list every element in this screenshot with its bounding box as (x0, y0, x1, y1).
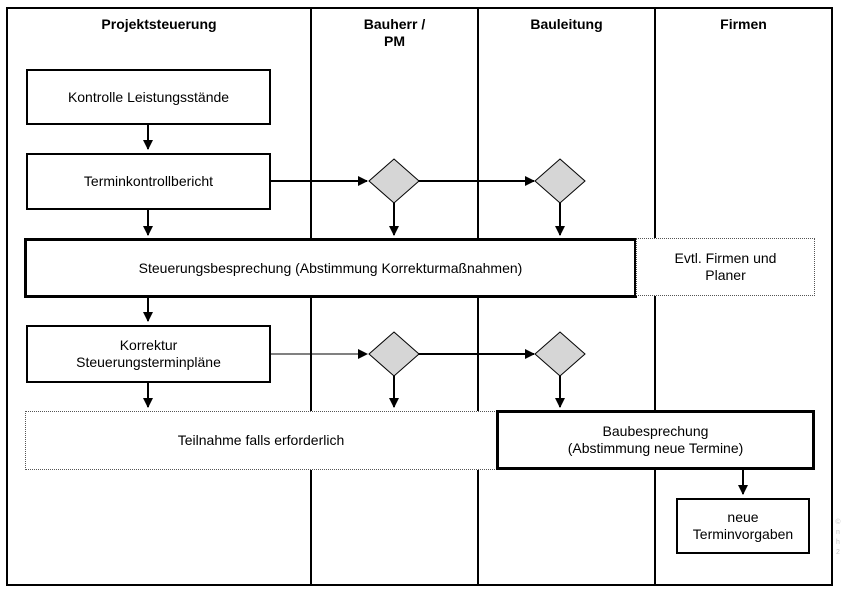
box-evtl-firmen-planer: Evtl. Firmen und Planer (636, 238, 815, 296)
box-neue-terminvorgaben: neue Terminvorgaben (676, 498, 810, 554)
lane-title-bauherr: Bauherr / PM (363, 16, 426, 49)
decision-diamond-bauleitung-1 (534, 158, 586, 204)
box-teilnahme-falls-erforderlich: Teilnahme falls erforderlich (25, 411, 497, 470)
box-korrektur-steuerungsterminplaene: Korrektur Steuerungsterminpläne (26, 325, 271, 383)
box-baubesprechung: Baubesprechung (Abstimmung neue Termine) (496, 410, 815, 470)
lane-title-bauleitung: Bauleitung (530, 16, 603, 32)
lane-title-firmen: Firmen (720, 16, 767, 32)
box-kontrolle-leistungsstaende: Kontrolle Leistungsstände (26, 69, 271, 125)
decision-diamond-bauherr-2 (368, 331, 420, 377)
lane-title-projektsteuerung: Projektsteuerung (101, 16, 217, 32)
box-steuerungsbesprechung: Steuerungsbesprechung (Abstimmung Korrek… (24, 238, 637, 298)
decision-diamond-bauleitung-2 (534, 331, 586, 377)
box-terminkontrollbericht: Terminkontrollbericht (26, 153, 271, 210)
decision-diamond-bauherr-1 (368, 158, 420, 204)
outer-frame (6, 7, 833, 586)
